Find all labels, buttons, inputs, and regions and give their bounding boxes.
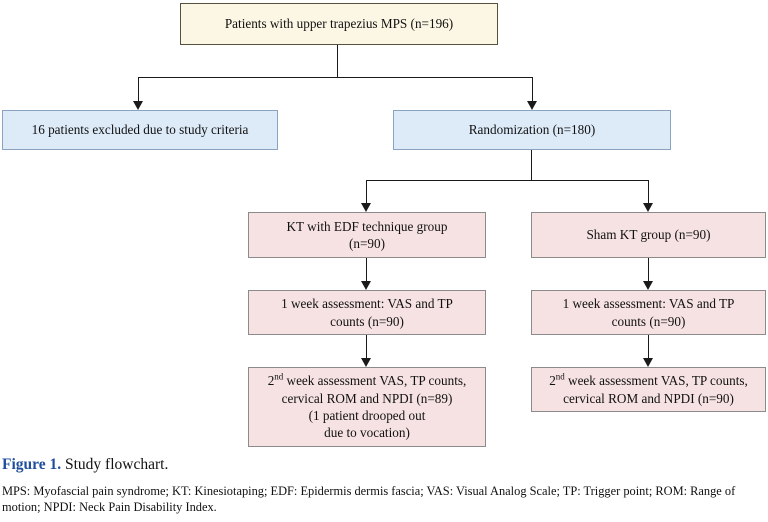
node-kt-group-label: KT with EDF technique group(n=90)	[286, 218, 448, 251]
connector-to-kt-group	[366, 180, 368, 205]
connector-randomization-stem	[531, 150, 533, 180]
arrowhead-kt-week1	[361, 281, 371, 290]
node-kt-group: KT with EDF technique group(n=90)	[248, 212, 486, 258]
node-excluded: 16 patients excluded due to study criter…	[2, 110, 278, 150]
node-sham-group: Sham KT group (n=90)	[531, 212, 766, 258]
connector-sham-group-to-week1	[648, 258, 650, 282]
arrowhead-sham-week1	[643, 281, 653, 290]
node-kt-week2: 2nd week assessment VAS, TP counts,cervi…	[248, 367, 486, 447]
node-kt-week2-label: 2nd week assessment VAS, TP counts,cervi…	[267, 371, 467, 441]
figure-number: Figure 1.	[2, 456, 62, 473]
node-sham-week2-label: 2nd week assessment VAS, TP counts,cervi…	[549, 371, 748, 406]
figure-footnote: MPS: Myofascial pain syndrome; KT: Kines…	[2, 484, 736, 515]
arrowhead-sham-week2	[643, 358, 653, 367]
connector-sham-week1-to-week2	[648, 335, 650, 359]
figure-caption-text: Study flowchart.	[61, 456, 169, 473]
study-flowchart: Patients with upper trapezius MPS (n=196…	[2, 3, 766, 447]
superscript-nd: nd	[555, 371, 565, 382]
connector-arms-bus	[366, 180, 649, 182]
connector-kt-week1-to-week2	[366, 335, 368, 359]
arrowhead-to-randomization	[527, 101, 537, 110]
node-sham-group-label: Sham KT group (n=90)	[586, 227, 711, 243]
connector-to-sham-group	[648, 180, 650, 205]
arrowhead-to-excluded	[133, 101, 143, 110]
figure-caption: Figure 1. Study flowchart.	[2, 455, 766, 474]
connector-to-excluded	[138, 77, 140, 103]
arrowhead-to-kt-group	[361, 203, 371, 212]
superscript-nd: nd	[274, 371, 284, 382]
arrowhead-kt-week2	[361, 358, 371, 367]
node-sham-week2: 2nd week assessment VAS, TP counts,cervi…	[531, 367, 766, 412]
connector-enrollment-stem	[337, 45, 339, 77]
connector-enrollment-bus	[138, 77, 532, 79]
arrowhead-to-sham-group	[643, 203, 653, 212]
connector-kt-group-to-week1	[366, 258, 368, 282]
node-enrollment-label: Patients with upper trapezius MPS (n=196…	[224, 16, 454, 32]
node-enrollment: Patients with upper trapezius MPS (n=196…	[180, 3, 498, 45]
connector-to-randomization	[532, 77, 534, 103]
node-randomization: Randomization (n=180)	[393, 110, 671, 150]
node-excluded-label: 16 patients excluded due to study criter…	[31, 122, 249, 138]
node-randomization-label: Randomization (n=180)	[468, 122, 596, 138]
